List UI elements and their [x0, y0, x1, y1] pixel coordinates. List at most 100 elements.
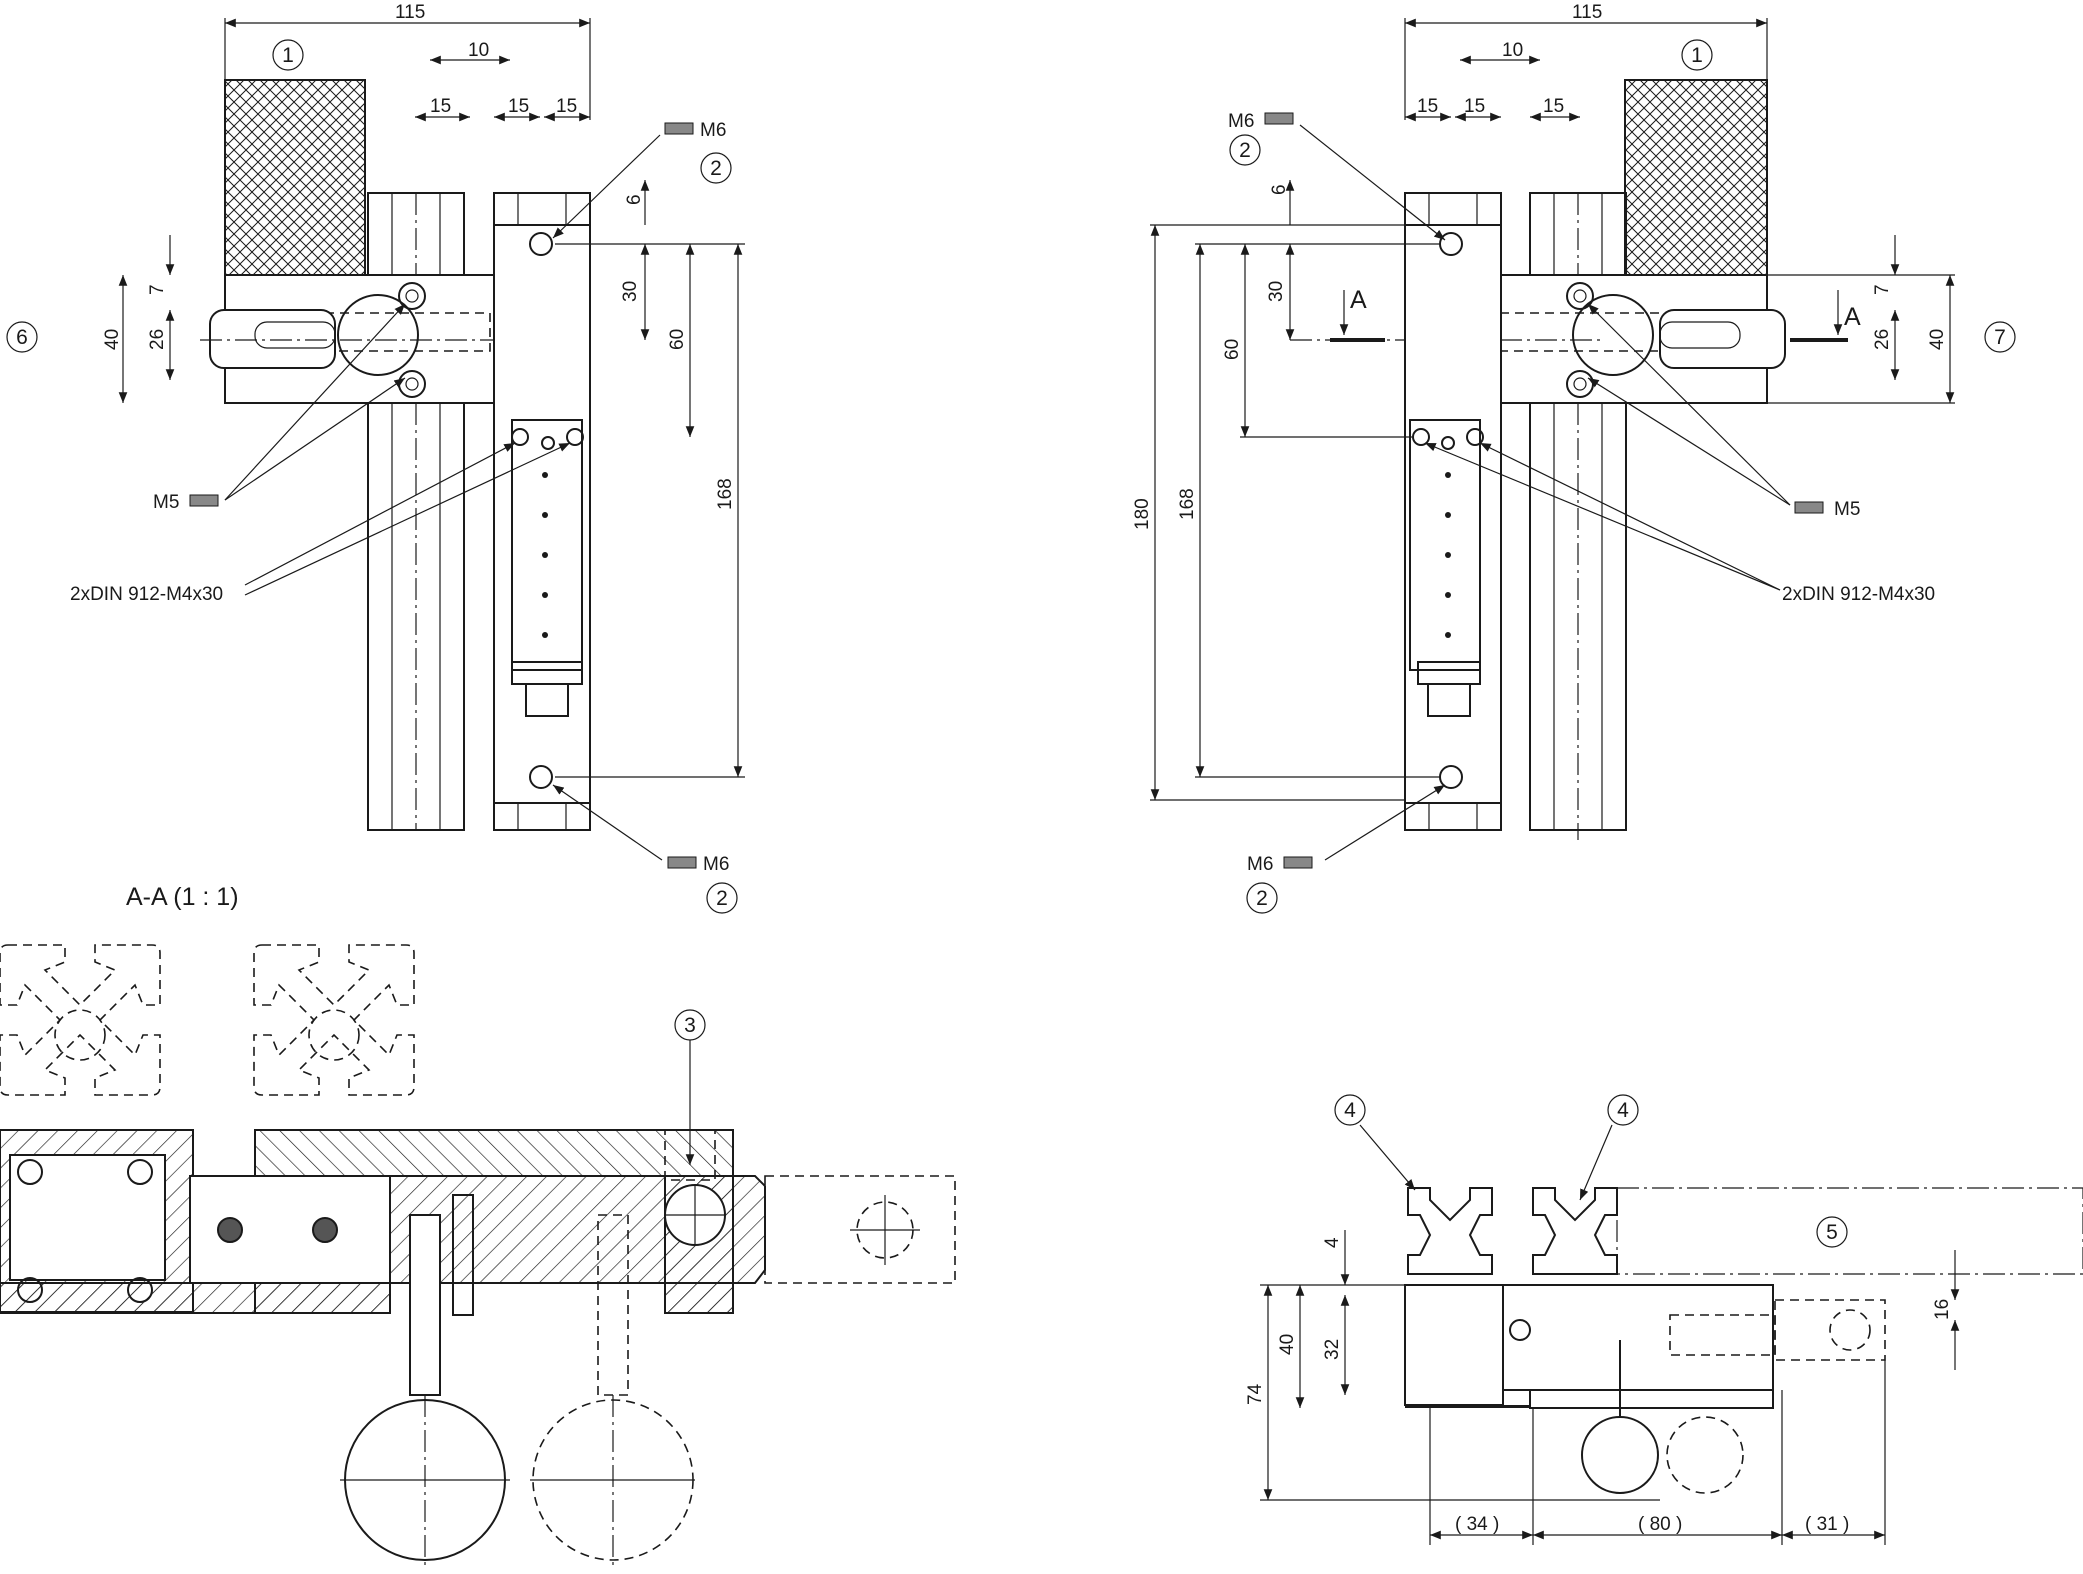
- dim-15-b-right: 15: [1464, 96, 1485, 117]
- view-right: 115 10 15 15 15 6 30 60 168 180 40 26 7 …: [1132, 2, 2016, 914]
- dim-60-right: 60: [1222, 339, 1243, 360]
- switch-module-left: [493, 224, 591, 804]
- callout-7: [1984, 321, 2016, 353]
- dim-7-left: 7: [147, 284, 168, 295]
- callout-2-bottom-left: [706, 882, 738, 914]
- screw-m5-top-right: [1566, 282, 1594, 310]
- hole-m6-top-left: [529, 232, 553, 256]
- hatched-block-1-right: [1624, 79, 1768, 276]
- section-base: [0, 1282, 391, 1314]
- screw-din-1-right: [1412, 428, 1430, 446]
- svg-text:3: 3: [684, 1014, 696, 1037]
- screws-section: [17, 1159, 153, 1303]
- connector-left: [525, 683, 569, 717]
- screw-din-2-right: [1466, 428, 1484, 446]
- svg-text:1: 1: [1691, 44, 1703, 67]
- svg-text:6: 6: [16, 326, 28, 349]
- hatched-block-1: [224, 79, 366, 276]
- dim-30-right: 30: [1266, 281, 1287, 302]
- label-m6-bottom-left: M6: [703, 854, 729, 875]
- dim-6-left: 6: [624, 194, 645, 205]
- svg-text:4: 4: [1617, 1099, 1629, 1122]
- screw-icon-m6-bottom-right: [1283, 856, 1313, 869]
- dim-15-b-left: 15: [508, 96, 529, 117]
- dim-80-bottom: ( 80 ): [1638, 1514, 1682, 1535]
- dim-15-a-right: 15: [1417, 96, 1438, 117]
- screw-icon-m6-top-right: [1264, 112, 1294, 125]
- dim-26-left: 26: [147, 329, 168, 350]
- dim-16-bottom: 16: [1932, 1299, 1953, 1320]
- section-view-a-a: A-A (1 : 1) 3: [0, 883, 956, 1570]
- knob-outline-left: [337, 294, 419, 376]
- handle-right: [1659, 309, 1786, 369]
- dim-34-bottom: ( 34 ): [1455, 1514, 1499, 1535]
- callout-4-right: [1607, 1094, 1639, 1126]
- dim-180-right: 180: [1132, 498, 1153, 530]
- dim-60-left: 60: [667, 329, 688, 350]
- label-din-right: 2xDIN 912-M4x30: [1782, 584, 1935, 605]
- section-title: A-A (1 : 1): [126, 883, 239, 911]
- callout-2-top-left: [700, 152, 732, 184]
- label-m5-left: M5: [153, 492, 179, 513]
- profile-dashed-1: [0, 944, 161, 1096]
- handle-left: [209, 309, 336, 369]
- dim-32-bottom: 32: [1322, 1339, 1343, 1360]
- dim-30-left: 30: [620, 281, 641, 302]
- screw-m5-top-left: [398, 282, 426, 310]
- svg-text:2: 2: [710, 157, 722, 180]
- screw-icon-m5-right: [1794, 501, 1824, 514]
- dim-15-c-left: 15: [556, 96, 577, 117]
- label-din-left: 2xDIN 912-M4x30: [70, 584, 223, 605]
- dim-168-left: 168: [715, 478, 736, 510]
- led-dots-left: [542, 472, 548, 638]
- dim-26-right: 26: [1872, 329, 1893, 350]
- screw-din-2-left: [566, 428, 584, 446]
- callout-1-right: [1681, 39, 1713, 71]
- callout-1-left: [272, 39, 304, 71]
- knob-bottom: [1581, 1416, 1659, 1494]
- callout-2-bottom-right: [1246, 882, 1278, 914]
- dim-10-left: 10: [468, 40, 489, 61]
- section-mark-a-right: A: [1844, 303, 1861, 331]
- dim-31-bottom: ( 31 ): [1805, 1514, 1849, 1535]
- dim-115-left: 115: [395, 2, 425, 23]
- connector-right: [1427, 683, 1471, 717]
- svg-text:7: 7: [1994, 326, 2006, 349]
- profile-5-outline: [1616, 1187, 2083, 1275]
- svg-text:2: 2: [716, 887, 728, 910]
- callout-2-top-right: [1229, 134, 1261, 166]
- callout-4-left: [1334, 1094, 1366, 1126]
- svg-text:5: 5: [1826, 1221, 1838, 1244]
- view-left: 115 10 15 15 15 6 30 60 168 40 26 7 1 6 …: [6, 2, 745, 914]
- dim-4-bottom: 4: [1322, 1237, 1343, 1248]
- screw-icon-m5-left: [189, 494, 219, 507]
- dim-40-right: 40: [1927, 329, 1948, 350]
- bolt-extended-position: [764, 1175, 956, 1284]
- screw-icon-m6-top-left: [664, 122, 694, 135]
- dim-15-a-left: 15: [430, 96, 451, 117]
- dim-168-right: 168: [1177, 488, 1198, 520]
- housing-bottom: [1502, 1284, 1774, 1391]
- label-m6-top-right: M6: [1228, 111, 1254, 132]
- svg-text:4: 4: [1344, 1099, 1356, 1122]
- knob-bottom-dashed: [1666, 1416, 1744, 1494]
- view-bottom-right: 4 4 5 4 40 32 74 16 ( 34 ) ( 80 ) ( 31 ): [1245, 1094, 2083, 1545]
- label-m6-bottom-right: M6: [1247, 854, 1273, 875]
- callout-6: [6, 321, 38, 353]
- dim-74-bottom: 74: [1245, 1383, 1266, 1405]
- callout-5: [1816, 1216, 1848, 1248]
- dim-6-right: 6: [1269, 184, 1290, 195]
- label-m5-right: M5: [1834, 499, 1860, 520]
- switch-module-bottom: [1404, 1284, 1504, 1406]
- section-mark-a-left: A: [1350, 286, 1367, 314]
- dim-7-right: 7: [1872, 284, 1893, 295]
- dim-10-right: 10: [1502, 40, 1523, 61]
- screw-icon-m6-bottom-left: [667, 856, 697, 869]
- dim-40-bottom: 40: [1277, 1334, 1298, 1355]
- profile-4-left: [1407, 1187, 1493, 1275]
- dim-115-right: 115: [1572, 2, 1602, 23]
- dim-40-left: 40: [102, 329, 123, 350]
- profile-dashed-2: [253, 944, 415, 1096]
- dim-15-c-right: 15: [1543, 96, 1564, 117]
- screw-din-1-left: [511, 428, 529, 446]
